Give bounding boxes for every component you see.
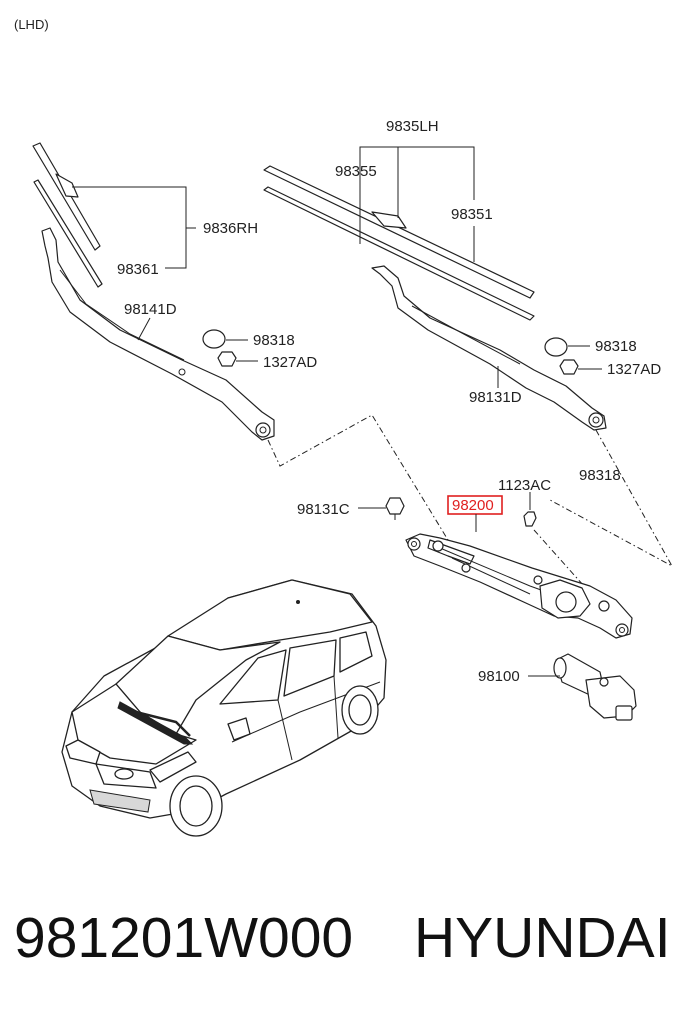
rh-wiper-arm-98141d [41,227,275,441]
wiper-linkage-98200 [405,533,633,639]
lh-wiper-arm-98131d [371,265,607,431]
alignment-line-left [267,414,449,541]
rh-blade-clip [55,173,79,198]
rh-wiper-blade-assembly [32,142,103,288]
nut-1327ad-left [217,351,237,367]
label-98141d: 98141D [124,301,177,318]
bracket-9835lh [359,146,475,244]
wiper-motor-98100 [553,653,637,721]
footer: 981201W000 HYUNDAI [0,898,689,978]
label-98100: 98100 [478,668,520,685]
label-1327ad-left: 1327AD [263,354,317,371]
label-9835lh: 9835LH [386,118,439,135]
label-98318-right: 98318 [595,338,637,355]
label-98355: 98355 [335,163,377,180]
part-number: 981201W000 [14,906,354,970]
wiper-parts-diagram: (LHD) 9836RH 98361 98141D 98318 1327AD 9… [14,17,674,837]
label-1327ad-right: 1327AD [607,361,661,378]
label-98361: 98361 [117,261,159,278]
cap-98318-right [544,337,568,357]
label-98318-linkage: 98318 [579,467,621,484]
highlight-box-98200 [447,495,503,515]
nut-1327ad-right [559,359,579,375]
lh-wiper-blade-assembly [263,165,535,321]
label-98318-left: 98318 [253,332,295,349]
lh-wiper-blade [263,165,535,299]
screw-1123ac [523,511,537,527]
bolt-98131c [385,497,405,515]
lh-blade-refill [263,186,535,321]
label-98131d: 98131D [469,389,522,406]
label-98131c: 98131C [297,501,350,518]
label-98200: 98200 [452,497,494,514]
car-illustration [61,579,387,837]
cap-98318-left [202,329,226,349]
brand-name: HYUNDAI [414,906,671,970]
label-98351: 98351 [451,206,493,223]
rh-blade-refill [33,179,103,288]
label-1123ac: 1123AC [498,477,551,494]
label-9836rh: 9836RH [203,220,258,237]
alignment-line-right [549,429,674,568]
drive-side-header: (LHD) [14,17,49,32]
